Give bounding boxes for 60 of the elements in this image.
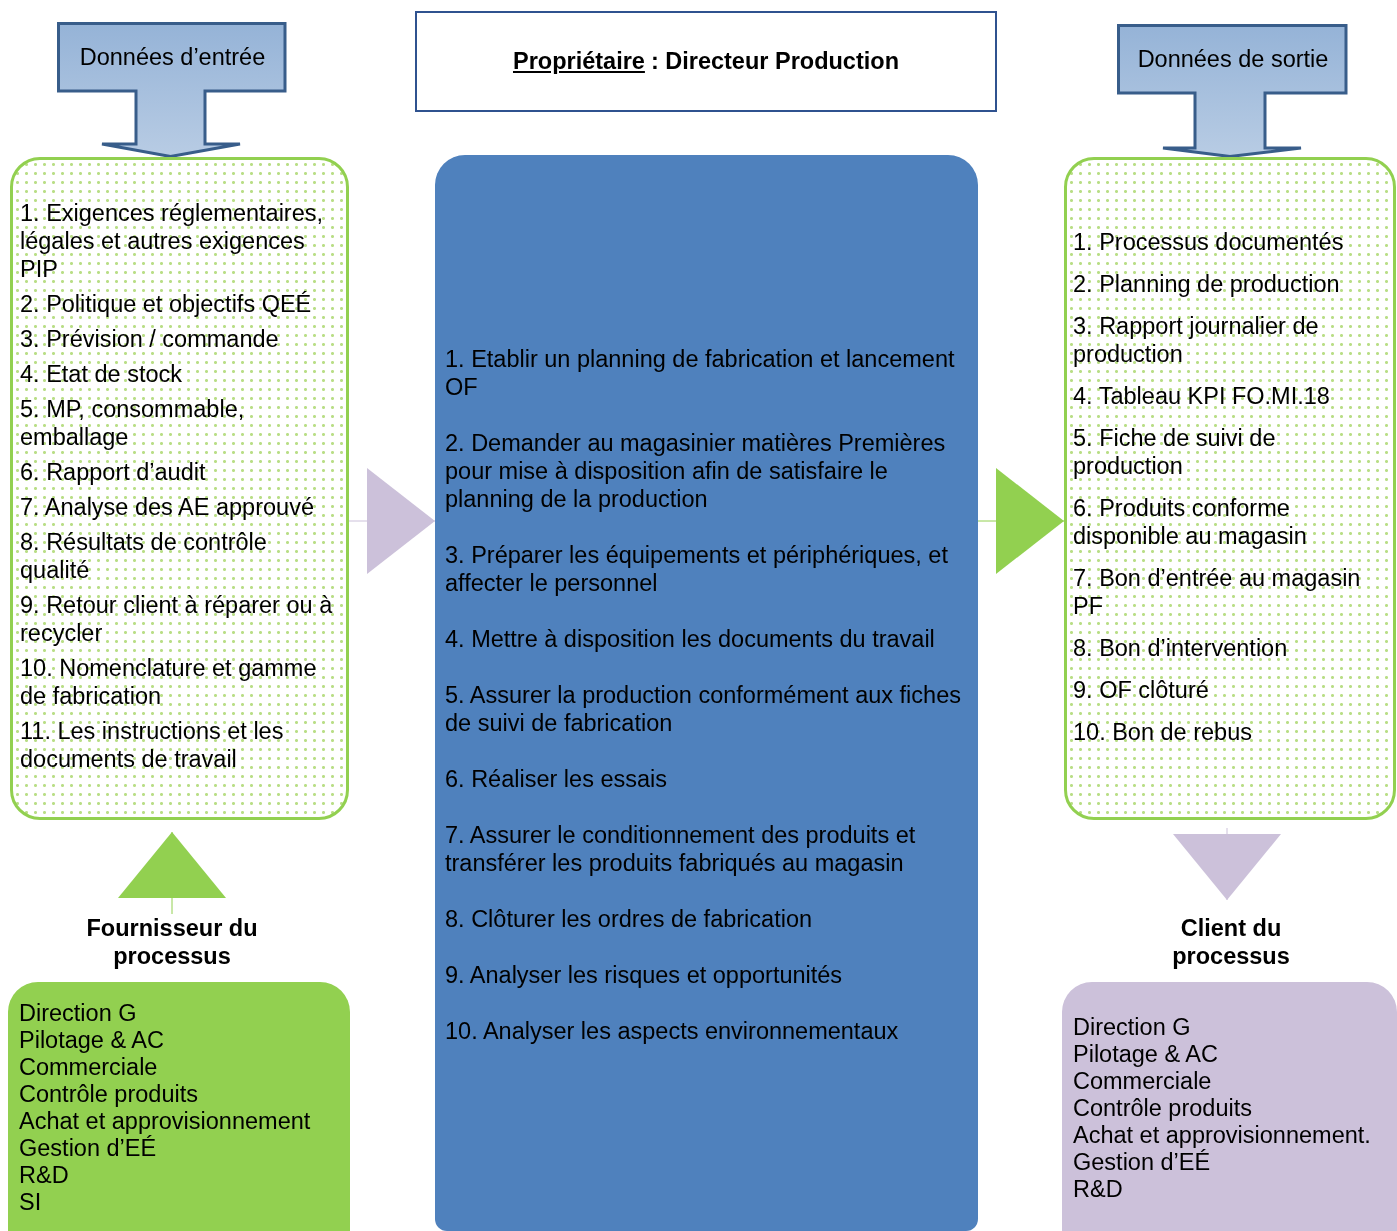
party-heading: Client du processus bbox=[1171, 914, 1291, 970]
activity-step: 3. Préparer les équipements et périphériques, et affecter le personnel bbox=[445, 541, 966, 597]
party-item: Gestion d’EÉ bbox=[19, 1135, 157, 1162]
list-item: 5. MP, consommable, emballage bbox=[20, 395, 246, 451]
activity-step: 1. Etablir un planning de fabrication et lancement OF bbox=[445, 345, 966, 401]
activity-step: 5. Assurer la production conformément aux fiches de suivi de fabrication bbox=[445, 681, 966, 737]
activity-step: 4. Mettre à disposition les documents du travail bbox=[445, 625, 966, 653]
activity-step: 6. Réaliser les essais bbox=[445, 765, 966, 793]
owner-label: Propriétaire bbox=[513, 48, 645, 74]
triangle-arrow bbox=[1173, 827, 1281, 901]
triangle-arrow bbox=[348, 468, 436, 574]
input-output-panel bbox=[10, 157, 349, 820]
owner-name: : Directeur Production bbox=[650, 48, 899, 74]
party-item: Commerciale bbox=[1073, 1068, 1212, 1095]
list-item: 3. Prévision / commande bbox=[20, 325, 279, 353]
activity-step: 2. Demander au magasinier matières Premières pour mise à disposition afin de satisfaire le planning de la production bbox=[445, 429, 966, 513]
party-item: Contrôle produits bbox=[1073, 1095, 1252, 1122]
list-item: 4. Tableau KPI FO.MI.18 bbox=[1073, 382, 1330, 410]
party-item: Pilotage & AC bbox=[19, 1027, 164, 1054]
party-heading: Fournisseur du processus bbox=[85, 914, 259, 970]
list-item: 2. Planning de production bbox=[1073, 270, 1340, 298]
activity-step: 9. Analyser les risques et opportunités bbox=[445, 961, 966, 989]
list-item: 11. Les instructions et les documents de travail bbox=[20, 717, 285, 773]
input-output-panel bbox=[1064, 157, 1396, 820]
party-item: SI bbox=[19, 1189, 42, 1216]
list-item: 7. Bon d’entrée au magasin PF bbox=[1073, 564, 1362, 620]
party-item: Achat et approvisionnement bbox=[19, 1108, 311, 1135]
list-item: 3. Rapport journalier de production bbox=[1073, 312, 1320, 368]
list-item: 9. Retour client à réparer ou à recycler bbox=[20, 591, 334, 647]
list-item: 10. Nomenclature et gamme de fabrication bbox=[20, 654, 318, 710]
list-item: 1. Exigences réglementaires, légales et autres exigences PIP bbox=[20, 199, 325, 283]
list-item: 1. Processus documentés bbox=[1073, 228, 1344, 256]
party-item: R&D bbox=[19, 1162, 69, 1189]
list-item: 8. Résultats de contrôle qualité bbox=[20, 528, 268, 584]
list-item: 8. Bon d’intervention bbox=[1073, 634, 1288, 662]
list-item: 6. Produits conforme disponible au magasin bbox=[1073, 494, 1308, 550]
party-item: Direction G bbox=[19, 1000, 137, 1027]
party-item: Contrôle produits bbox=[19, 1081, 198, 1108]
list-item: 4. Etat de stock bbox=[20, 360, 182, 388]
list-item: 10. Bon de rebus bbox=[1073, 718, 1252, 746]
party-item: Pilotage & AC bbox=[1073, 1041, 1218, 1068]
list-item: 2. Politique et objectifs QEÉ bbox=[20, 290, 312, 318]
party-item: Direction G bbox=[1073, 1014, 1191, 1041]
party-item: Achat et approvisionnement. bbox=[1073, 1122, 1371, 1149]
list-item: 5. Fiche de suivi de production bbox=[1073, 424, 1277, 480]
triangle-arrow bbox=[977, 468, 1065, 574]
callout-label: Données de sortie bbox=[1136, 44, 1330, 73]
party-item: Gestion d’EÉ bbox=[1073, 1149, 1211, 1176]
owner-box bbox=[415, 11, 997, 112]
list-item: 7. Analyse des AE approuvé bbox=[20, 493, 314, 521]
party-item: R&D bbox=[1073, 1176, 1123, 1203]
party-item: Commerciale bbox=[19, 1054, 158, 1081]
activity-step: 8. Clôturer les ordres de fabrication bbox=[445, 905, 966, 933]
activity-step: 7. Assurer le conditionnement des produits et transférer les produits fabriqués au magasin bbox=[445, 821, 966, 877]
list-item: 9. OF clôturé bbox=[1073, 676, 1209, 704]
process-activities-panel bbox=[435, 155, 978, 1231]
callout-label: Données d’entrée bbox=[78, 42, 267, 71]
activity-step: 10. Analyser les aspects environnementaux bbox=[445, 1017, 966, 1045]
list-item: 6. Rapport d’audit bbox=[20, 458, 206, 486]
triangle-arrow bbox=[118, 831, 226, 915]
